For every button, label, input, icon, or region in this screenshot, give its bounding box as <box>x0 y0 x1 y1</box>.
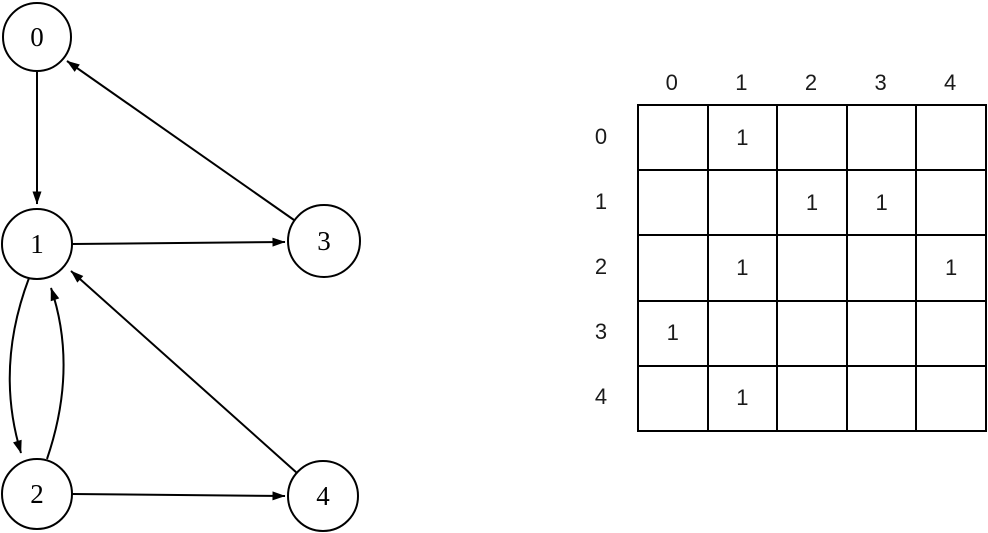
graph-node-3: 3 <box>287 204 361 278</box>
graph-node-label-2: 2 <box>30 479 44 509</box>
graph-node-circle-3 <box>287 204 361 278</box>
matrix-cell-r0c4 <box>916 105 986 171</box>
matrix-cell-r2c3 <box>846 235 917 301</box>
matrix-cell-r1c4 <box>916 170 986 236</box>
matrix-cell-r1c2: 1 <box>777 170 847 236</box>
matrix-col-header-4: 4 <box>944 70 957 95</box>
matrix-row-header-2: 2 <box>594 253 608 279</box>
matrix-cell-r4c0 <box>638 365 708 431</box>
graph-node-circle-4 <box>287 460 359 532</box>
matrix-cell-r0c0 <box>638 105 708 171</box>
matrix-cell-r0c3 <box>846 105 917 171</box>
graph-edge-2-1 <box>46 287 65 460</box>
matrix-cell-r3c1 <box>707 300 778 366</box>
matrix-cell-r3c2 <box>777 300 847 366</box>
graph-node-2: 2 <box>1 458 73 530</box>
matrix-cell-r2c4: 1 <box>916 235 986 301</box>
matrix-row-headers: 0 1 2 3 4 <box>578 104 624 430</box>
matrix-row-header-3: 3 <box>594 319 608 345</box>
graph-node-label-4: 4 <box>316 481 330 511</box>
matrix-cell-r4c4 <box>916 365 986 431</box>
matrix-cell-r4c3 <box>846 365 917 431</box>
graph-node-4: 4 <box>287 460 359 532</box>
matrix-cell-r1c1 <box>707 170 778 236</box>
graph-node-circle-2 <box>1 458 73 530</box>
graph-edge-1-3 <box>71 237 286 247</box>
matrix-cell-r0c2 <box>777 105 847 171</box>
matrix-cell-r0c1: 1 <box>707 105 778 171</box>
matrix-cell-r4c1: 1 <box>707 365 778 431</box>
matrix-cell-r3c4 <box>916 300 986 366</box>
matrix-cell-r1c3: 1 <box>846 170 917 236</box>
graph-node-label-3: 3 <box>317 226 331 256</box>
matrix-col-header-0: 0 <box>665 70 678 95</box>
graph-node-0: 0 <box>2 2 72 72</box>
graph-node-circle-1 <box>1 208 73 280</box>
graph-node-circle-0 <box>2 2 72 72</box>
graph-edge-1-2 <box>8 277 30 454</box>
graph-edge-4-1 <box>70 270 298 474</box>
graph-edge-2-4 <box>71 491 286 501</box>
matrix-cell-r4c2 <box>777 365 847 431</box>
matrix-cell-r2c2 <box>777 235 847 301</box>
matrix-cell-r3c3 <box>846 300 917 366</box>
matrix-cell-r3c0: 1 <box>638 300 708 366</box>
matrix-column-headers: 0 1 2 3 4 <box>637 66 985 100</box>
matrix-col-header-1: 1 <box>735 70 748 95</box>
matrix-cell-r1c0 <box>638 170 708 236</box>
graph-node-label-1: 1 <box>30 229 44 259</box>
matrix-row-header-4: 4 <box>594 384 608 410</box>
matrix-col-header-3: 3 <box>874 70 887 95</box>
matrix-cell-r2c1: 1 <box>707 235 778 301</box>
matrix-col-header-2: 2 <box>804 70 818 95</box>
graph-node-label-0: 0 <box>30 22 44 52</box>
matrix-cell-r2c0 <box>638 235 708 301</box>
graph-svg: 0 1 2 3 4 <box>1 2 361 532</box>
matrix-row-header-1: 1 <box>594 188 608 214</box>
matrix-row-header-0: 0 <box>594 123 608 149</box>
graph-edge-3-0 <box>66 60 295 221</box>
graph-node-1: 1 <box>1 208 73 280</box>
